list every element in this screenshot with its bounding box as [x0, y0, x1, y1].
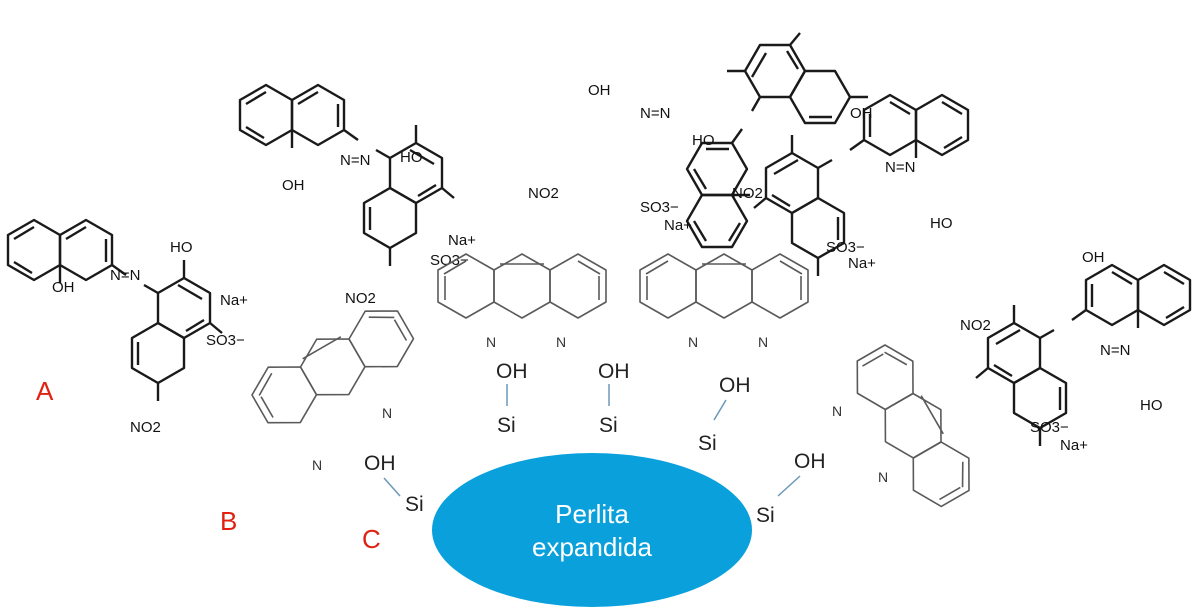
dye-molecule-1: OH HO N=N Na+ SO3− NO2: [6, 218, 248, 436]
phen-3-n-left: N: [312, 457, 322, 473]
phenanthroline-1: N N: [437, 253, 607, 350]
silanol-4-si: Si: [756, 504, 775, 527]
phen-3-n-right: N: [382, 405, 392, 421]
dye-5-ho-label: HO: [1140, 397, 1163, 414]
dye-5-oh-label: OH: [1082, 249, 1105, 266]
dye-molecule-4: OH HO N=N Na+ SO3− NO2: [732, 93, 970, 278]
dye-3-oh-label: OH: [588, 82, 611, 99]
label-c: C: [362, 524, 381, 554]
dye-4-azo-label: N=N: [885, 159, 915, 176]
dye-1-so3-label: SO3−: [206, 332, 245, 349]
perlite-particle: Perlita expandida: [432, 453, 752, 607]
phenanthroline-4: N N: [832, 336, 984, 516]
dye-2-so3-label: SO3−: [430, 252, 469, 269]
dye-4-na-label: Na+: [848, 255, 876, 272]
dye-5-so3-label: SO3−: [1030, 419, 1069, 436]
dye-molecule-2: OH HO N=N Na+ SO3− NO2: [238, 83, 476, 307]
silanol-4: OH Si: [756, 450, 826, 527]
phen-2-n-left: N: [688, 334, 698, 350]
dye-4-so3-label: SO3−: [826, 239, 865, 256]
dye-1-oh-label: OH: [52, 279, 75, 296]
dye-1-no2-label: NO2: [130, 419, 161, 436]
dye-5-no2-label: NO2: [960, 317, 991, 334]
dye-1-ho-label: HO: [170, 239, 193, 256]
dye-2-ho-label: HO: [400, 149, 423, 166]
dye-3-na-label: Na+: [664, 217, 692, 234]
silanol-5-si: Si: [405, 493, 424, 516]
label-a: A: [36, 376, 54, 406]
dye-4-no2-label: NO2: [732, 185, 763, 202]
silanol-2-si: Si: [599, 414, 618, 437]
perlite-label-line1: Perlita: [555, 499, 629, 529]
silanol-5: OH Si: [364, 452, 424, 516]
dye-5-na-label: Na+: [1060, 437, 1088, 454]
dye-4-oh-label: OH: [850, 105, 873, 122]
dye-2-na-label: Na+: [448, 232, 476, 249]
silanol-1-si: Si: [497, 414, 516, 437]
phen-4-n-left: N: [832, 403, 842, 419]
silanol-2-oh: OH: [598, 360, 630, 383]
phen-4-n-right: N: [878, 469, 888, 485]
silanol-4-oh: OH: [794, 450, 826, 473]
silanol-3: OH Si: [698, 374, 751, 455]
phenanthroline-3: N N: [243, 296, 423, 473]
phen-2-n-right: N: [758, 334, 768, 350]
dye-4-ho-label: HO: [930, 215, 953, 232]
silanol-3-si: Si: [698, 432, 717, 455]
dye-molecule-5: OH HO N=N Na+ SO3− NO2: [960, 249, 1192, 454]
silanol-5-oh: OH: [364, 452, 396, 475]
silanol-1: OH Si: [496, 360, 528, 437]
phen-1-n-left: N: [486, 334, 496, 350]
phen-1-n-right: N: [556, 334, 566, 350]
dye-molecule-3: OH HO N=N Na+ SO3− NO2: [528, 31, 870, 249]
dye-2-no2-label: NO2: [345, 290, 376, 307]
dye-3-azo-label: N=N: [640, 105, 670, 122]
dye-5-azo-label: N=N: [1100, 342, 1130, 359]
dye-3-no2-label: NO2: [528, 185, 559, 202]
perlite-ellipse: [432, 453, 752, 607]
perlite-label-line2: expandida: [532, 532, 653, 562]
silanol-3-oh: OH: [719, 374, 751, 397]
dye-3-so3-label: SO3−: [640, 199, 679, 216]
dye-2-oh-label: OH: [282, 177, 305, 194]
dye-3-ho-label: HO: [692, 132, 715, 149]
label-b: B: [220, 506, 237, 536]
silanol-1-oh: OH: [496, 360, 528, 383]
dye-2-azo-label: N=N: [340, 152, 370, 169]
dye-1-azo-label: N=N: [110, 267, 140, 284]
phenanthroline-2: N N: [639, 253, 809, 350]
dye-1-na-label: Na+: [220, 292, 248, 309]
silanol-2: OH Si: [598, 360, 630, 437]
